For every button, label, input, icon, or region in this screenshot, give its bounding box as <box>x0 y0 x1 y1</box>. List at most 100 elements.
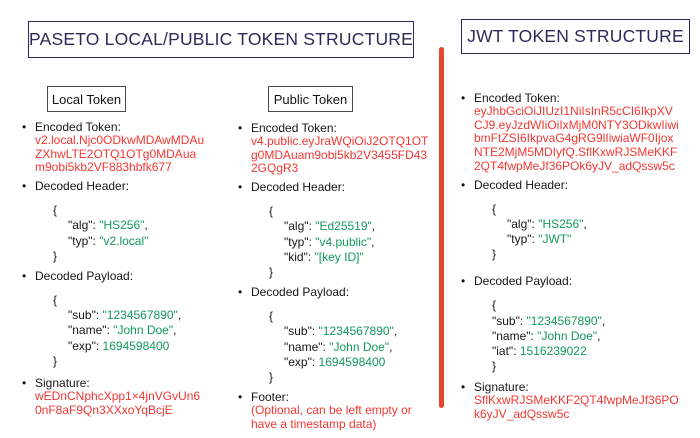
decoded-header-body: {"alg": "HS256","typ": "JWT"} <box>474 202 691 263</box>
json-line: { <box>492 298 691 313</box>
json-value: "HS256" <box>538 216 584 231</box>
json-key: "typ": <box>507 231 539 246</box>
section-label-row: •Encoded Token: <box>238 121 438 135</box>
jwt-title-box: JWT TOKEN STRUCTURE <box>461 19 690 54</box>
json-punctuation: , <box>389 339 393 354</box>
signature-label: Signature: <box>35 375 90 390</box>
section-label-row: •Decoded Payload: <box>22 269 228 283</box>
local-token-column: •Encoded Token:v2.local.Njc0ODkwMDAwMDAu… <box>22 120 228 417</box>
json-key: "typ": <box>68 233 100 248</box>
json-punctuation: , <box>371 234 375 249</box>
section-label-row: • Footer: <box>238 390 438 404</box>
json-line: } <box>492 359 691 374</box>
signature-label: Signature: <box>474 380 529 395</box>
section-label-row: •Decoded Payload: <box>238 285 438 299</box>
section-encoded-token: • Encoded Token:eyJhbGciOiJIUzI1NiIsInR5c… <box>461 91 691 174</box>
decoded-payload-body: {"sub": "1234567890","name": "John Doe",… <box>474 298 691 374</box>
footer-label: Footer: <box>251 390 290 405</box>
json-value: "HS256" <box>99 218 145 233</box>
json-line: } <box>492 247 691 262</box>
json-line: "sub": "1234567890", <box>269 324 438 339</box>
bullet-icon: • <box>238 390 243 405</box>
json-line: "alg": "HS256", <box>492 217 691 232</box>
section-encoded-token: •Encoded Token:v4.public.eyJraWQiOiJ2OTQ… <box>238 121 438 176</box>
json-line: "exp": 1694598400 <box>53 339 228 354</box>
decoded-header-label: Decoded Header: <box>251 180 346 195</box>
json-value: "v4.public" <box>315 234 372 249</box>
json-punctuation: , <box>144 218 148 233</box>
encoded-token-label: Encoded Token: <box>474 91 560 105</box>
section-signature: •Signature:SflKxwRJSMeKKF2QT4fwpMeJf36PO… <box>461 380 691 421</box>
json-key: "alg": <box>284 219 316 234</box>
json-line: } <box>269 370 438 385</box>
json-key: } <box>492 247 497 262</box>
section-label-row: • Signature: <box>22 376 228 390</box>
json-punctuation: , <box>371 219 376 234</box>
json-key: "sub": <box>284 324 319 339</box>
json-key: "exp": <box>284 354 319 369</box>
json-key: } <box>492 359 497 374</box>
json-line: "name": "John Doe", <box>269 340 438 355</box>
encoded-token-value: eyJhbGciOiJIUzI1NiIsInR5cCI6IkpXVCJ9.eyJ… <box>474 104 679 173</box>
decoded-payload-label: Decoded Payload: <box>35 268 134 283</box>
decoded-header-json: {"alg": "HS256","typ": "v2.local"} <box>53 203 228 264</box>
json-punctuation: , <box>173 323 177 338</box>
json-key: "name": <box>492 328 538 343</box>
json-line: } <box>269 265 438 280</box>
json-line: "typ": "JWT" <box>492 232 691 247</box>
json-key: "sub": <box>68 308 103 323</box>
json-key: "alg": <box>507 216 539 231</box>
json-punctuation: , <box>601 313 606 328</box>
bullet-icon: • <box>238 180 243 195</box>
section-signature: • Signature:wEDnCNphcXpp1×4jnVGvUn60nF8aF… <box>22 376 228 417</box>
signature-body: wEDnCNphcXpp1×4jnVGvUn60nF8aF9Qn3XXxoYqB… <box>35 388 228 417</box>
json-key: "kid": <box>284 249 315 264</box>
bullet-icon: • <box>22 375 27 390</box>
json-punctuation: , <box>583 216 587 231</box>
json-line: { <box>53 203 228 218</box>
paseto-title-box: PASETO LOCAL/PUBLIC TOKEN STRUCTURE <box>28 21 414 58</box>
paseto-title: PASETO LOCAL/PUBLIC TOKEN STRUCTURE <box>29 29 413 49</box>
decoded-header-label: Decoded Header: <box>474 177 569 192</box>
json-value: "[key ID]" <box>314 249 364 264</box>
section-label-row: •Decoded Header: <box>22 179 228 193</box>
json-key: { <box>269 204 274 219</box>
json-value: "1234567890" <box>102 308 178 323</box>
decoded-header-label: Decoded Header: <box>35 179 130 194</box>
json-key: } <box>53 353 58 368</box>
section-label-row: • Decoded Header: <box>461 178 691 192</box>
section-label-row: • Decoded Header: <box>238 180 438 194</box>
json-key: } <box>269 369 274 384</box>
section-label-row: •Decoded Payload: <box>461 274 691 288</box>
local-token-box: Local Token <box>47 86 126 112</box>
encoded-token-body: eyJhbGciOiJIUzI1NiIsInR5cCI6IkpXVCJ9.eyJ… <box>474 104 691 174</box>
json-punctuation: , <box>393 324 398 339</box>
footer-body: (Optional, can be left empty or have a t… <box>251 403 438 431</box>
public-token-box: Public Token <box>268 86 353 112</box>
json-key: "sub": <box>492 313 527 328</box>
json-line: "alg": "HS256", <box>53 218 228 233</box>
json-line: "typ": "v2.local" <box>53 234 228 249</box>
section-label-row: • Encoded Token: <box>461 91 691 105</box>
json-value: 1694598400 <box>102 338 170 353</box>
bullet-icon: • <box>461 91 466 105</box>
section-footer: • Footer:(Optional, can be left empty or … <box>238 390 438 431</box>
signature-value: wEDnCNphcXpp1×4jnVGvUn60nF8aF9Qn3XXxoYqB… <box>35 388 201 417</box>
decoded-payload-label: Decoded Payload: <box>474 274 573 289</box>
section-decoded-payload: •Decoded Payload: {"sub": "1234567890", "n… <box>461 274 691 374</box>
public-token-box-label: Public Token <box>273 91 348 107</box>
decoded-payload-json: {"sub": "1234567890","name": "John Doe",… <box>492 298 691 374</box>
section-decoded-header: •Decoded Header: {"alg": "HS256","typ": "… <box>22 179 228 264</box>
json-value: "John Doe" <box>329 339 390 354</box>
json-line: "kid": "[key ID]" <box>269 250 438 265</box>
bullet-icon: • <box>461 177 466 192</box>
decoded-header-json: {"alg": "Ed25519","typ": "v4.public","ki… <box>269 204 438 280</box>
json-line: "sub": "1234567890", <box>53 308 228 323</box>
json-value: "1234567890" <box>526 313 602 328</box>
bullet-icon: • <box>22 120 27 134</box>
encoded-token-value: v4.public.eyJraWQiOiJ2OTQ1OTg0MDAuam9obi… <box>251 134 429 176</box>
json-key: "name": <box>284 339 330 354</box>
bullet-icon: • <box>238 121 243 135</box>
decoded-header-body: {"alg": "Ed25519","typ": "v4.public","ki… <box>251 204 438 280</box>
